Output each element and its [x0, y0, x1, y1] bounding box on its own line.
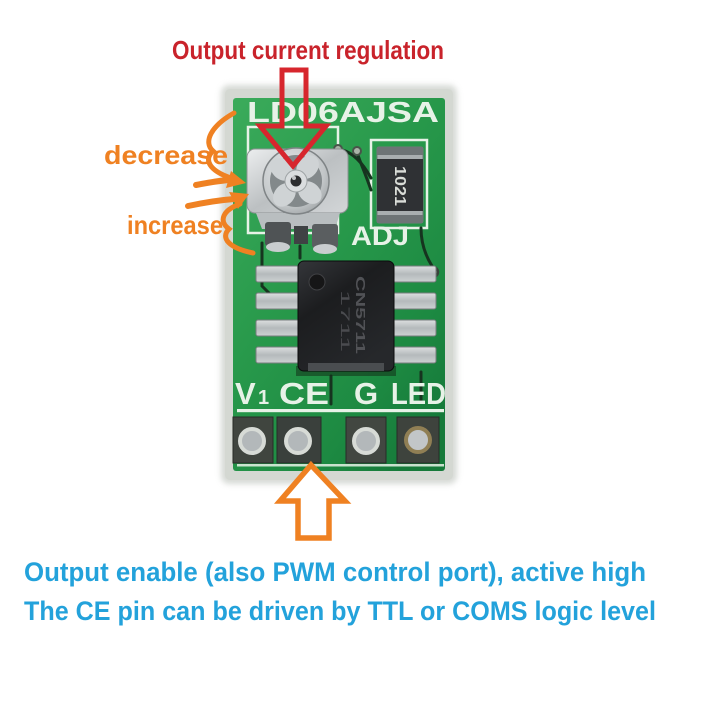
- pot-leg: [312, 224, 338, 248]
- pad-hole: [238, 427, 266, 455]
- resistor-end-cap: [377, 215, 423, 223]
- chip-pin: [255, 292, 301, 310]
- red-down-arrow-icon: [254, 67, 332, 170]
- pot-leg: [265, 222, 291, 246]
- increase-arrow-shaft: [185, 196, 237, 209]
- pin-label-ce: CE: [279, 376, 329, 411]
- pot-leg: [294, 226, 308, 244]
- chip-pin: [255, 346, 301, 364]
- chip-pin: [255, 265, 301, 283]
- chip-pins: [255, 265, 437, 364]
- resistor-body-dark: [377, 159, 423, 211]
- trace-line: [419, 226, 434, 268]
- pad-row: [232, 416, 440, 464]
- silkscreen-bottom-line: [237, 464, 444, 467]
- chip-pin: [391, 292, 437, 310]
- chip-pin1-dimple: [308, 273, 326, 291]
- trace-line: [356, 153, 373, 192]
- chip-pin: [255, 319, 301, 337]
- pin-label-vi-main: V: [235, 376, 256, 411]
- chip-pin: [391, 346, 437, 364]
- pin-label-led: LED: [391, 376, 446, 411]
- chip-pin: [391, 265, 437, 283]
- solder-blob: [313, 244, 337, 254]
- orange-annotation-arrows: [185, 110, 256, 256]
- silkscreen-divider-line: [237, 409, 444, 413]
- chip-pin: [391, 319, 437, 337]
- decrease-arrowhead-icon: [226, 171, 246, 188]
- via-dot: [352, 146, 362, 156]
- resistor-end-cap: [377, 147, 423, 155]
- resistor-code-label: 1021: [391, 166, 408, 206]
- pcb-module-photo: LD06AJSA 1021: [221, 85, 457, 484]
- pad-hole: [352, 427, 380, 455]
- pad-hole: [404, 426, 432, 454]
- decrease-curve-arrow-icon: [206, 110, 237, 181]
- chip-marking-line1: CN5711: [353, 276, 368, 354]
- note-line-2: The CE pin can be driven by TTL or COMS …: [24, 596, 656, 626]
- adj-silkscreen-label: ADJ: [351, 221, 409, 251]
- pot-highlight: [292, 176, 296, 180]
- orange-up-arrow-icon: [274, 460, 352, 541]
- smd-resistor: 1021: [376, 146, 424, 224]
- pad-hole: [284, 427, 312, 455]
- chip-marking-line2: 1711: [338, 290, 352, 353]
- solder-blob: [266, 242, 290, 252]
- increase-arrowhead-icon: [229, 192, 249, 209]
- increase-curve-arrow-icon: [220, 201, 256, 256]
- soic8-driver-chip: CN5711 1711: [255, 260, 437, 376]
- pin-label-g: G: [354, 376, 378, 411]
- pot-adjust-hole: [290, 175, 302, 187]
- increase-label: increase: [127, 210, 223, 240]
- note-line-1: Output enable (also PWM control port), a…: [24, 557, 646, 587]
- trace-line: [260, 241, 271, 295]
- trimmer-potentiometer: [246, 147, 349, 254]
- resistor-silkscreen-outline: [369, 138, 429, 230]
- chip-bottom-bevel: [308, 363, 384, 371]
- output-current-regulation-title: Output current regulation: [172, 35, 444, 65]
- pin-label-vi-sub: 1: [258, 387, 269, 409]
